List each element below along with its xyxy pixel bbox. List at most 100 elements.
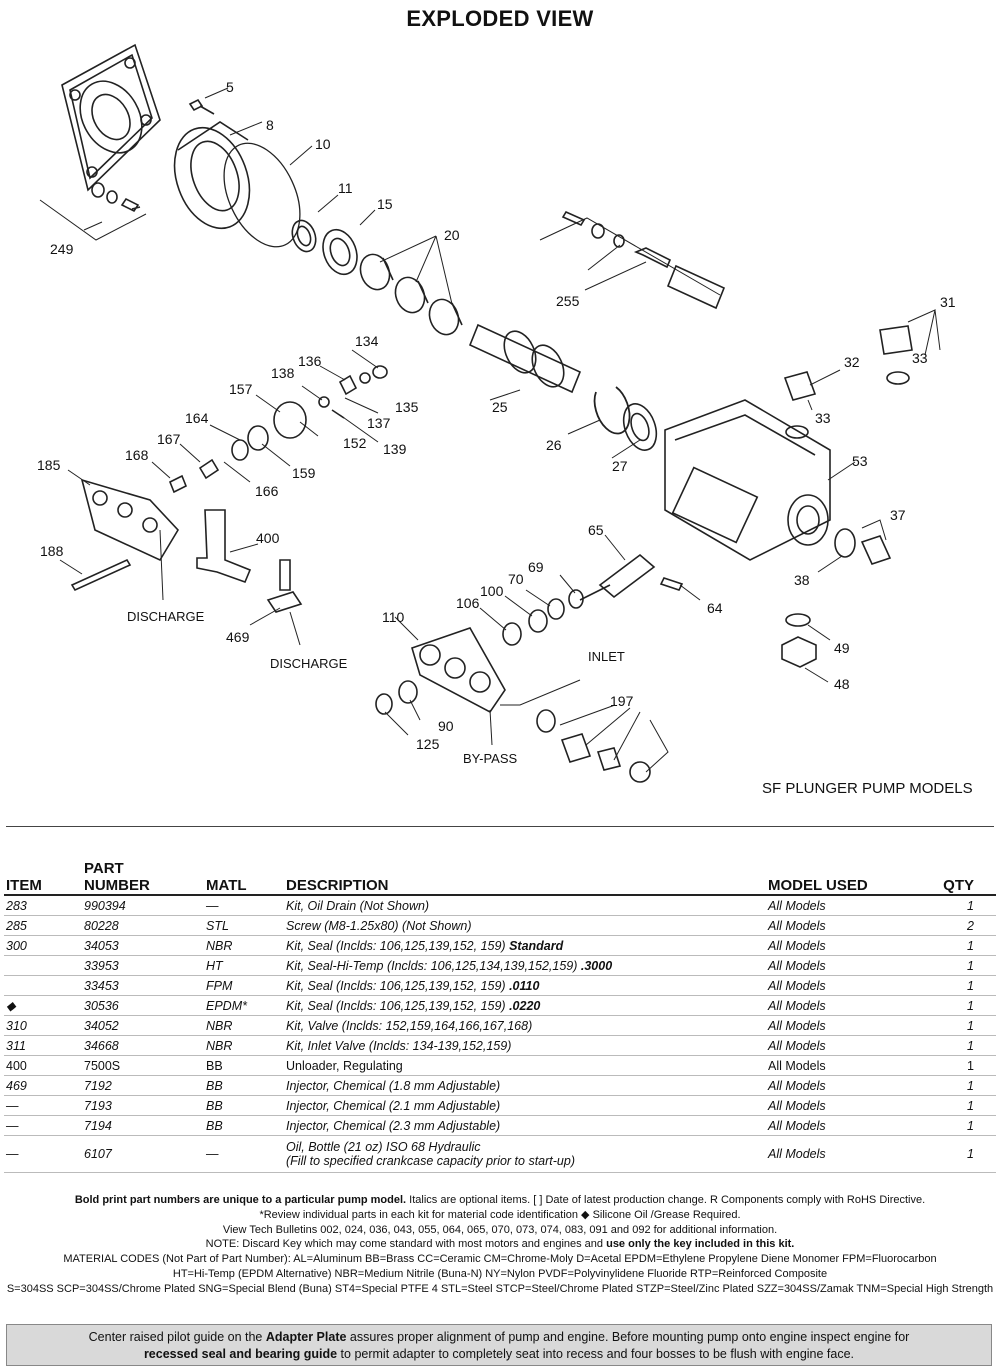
description-cell: Kit, Seal (Inclds: 106,125,139,152, 159)… [284,975,766,996]
svg-text:70: 70 [508,571,524,587]
matl-cell: STL [204,915,284,936]
svg-text:DISCHARGE: DISCHARGE [270,656,348,671]
svg-text:11: 11 [338,180,353,196]
svg-text:64: 64 [707,600,723,616]
svg-text:90: 90 [438,718,454,734]
svg-text:166: 166 [255,483,279,499]
description-cell: Oil, Bottle (21 oz) ISO 68 Hydraulic(Fil… [284,1135,766,1173]
svg-text:5: 5 [226,79,234,95]
part-number-cell: 34052 [82,1015,204,1036]
svg-text:48: 48 [834,676,850,692]
note-line-2: *Review individual parts in each kit for… [259,1208,741,1221]
matl-cell: — [204,1135,284,1173]
svg-text:26: 26 [546,437,562,453]
description-text: Kit, Seal (Inclds: 106,125,139,152, 159) [286,978,510,993]
description-line-1: Oil, Bottle (21 oz) ISO 68 Hydraulic [286,1140,481,1154]
item-cell: — [4,1095,82,1116]
part-number-cell: 6107 [82,1135,204,1173]
qty-cell: 1 [940,975,996,996]
item-cell: 283 [4,895,82,916]
svg-text:139: 139 [383,441,407,457]
svg-text:469: 469 [226,629,250,645]
item-cell: 400 [4,1055,82,1076]
description-bold: .0110 [509,978,540,993]
matl-cell: NBR [204,1035,284,1056]
svg-text:53: 53 [852,453,868,469]
matl-cell: BB [204,1115,284,1136]
description-cell: Injector, Chemical (2.3 mm Adjustable) [284,1115,766,1136]
model-cell: All Models [766,895,940,916]
svg-text:157: 157 [229,381,253,397]
part-number-cell: 990394 [82,895,204,916]
description-text: Kit, Seal (Inclds: 106,125,139,152, 159) [286,998,510,1013]
description-text: Screw (M8-1.25x80) (Not Shown) [286,918,472,933]
qty-cell: 1 [940,1095,996,1116]
svg-text:255: 255 [556,293,580,309]
description-text: Kit, Inlet Valve (Inclds: 134-139,152,15… [286,1038,512,1053]
description-cell: Unloader, Regulating [284,1055,766,1076]
crankcase [664,399,831,561]
description-cell: Screw (M8-1.25x80) (Not Shown) [284,915,766,936]
qty-cell: 1 [940,935,996,956]
adapter-plate-notice: Center raised pilot guide on the Adapter… [6,1324,992,1366]
adapter-plate [61,43,161,192]
description-cell: Kit, Inlet Valve (Inclds: 134-139,152,15… [284,1035,766,1056]
material-codes-1: MATERIAL CODES (Not Part of Part Number)… [63,1253,937,1266]
description-text: Injector, Chemical (2.3 mm Adjustable) [286,1118,501,1133]
qty-cell: 1 [940,955,996,976]
description-line-2: (Fill to specified crankcase capacity pr… [286,1154,575,1168]
header-item: ITEM [4,860,82,896]
item-cell: 310 [4,1015,82,1036]
part-number-cell: 7192 [82,1075,204,1096]
svg-text:32: 32 [844,354,860,370]
svg-text:168: 168 [125,447,149,463]
matl-cell: NBR [204,935,284,956]
part-number-cell: 33453 [82,975,204,996]
item-cell [4,955,82,976]
models-caption: SF PLUNGER PUMP MODELS [762,780,973,797]
description-cell: Injector, Chemical (2.1 mm Adjustable) [284,1095,766,1116]
model-cell: All Models [766,975,940,996]
svg-text:152: 152 [343,435,367,451]
svg-text:65: 65 [588,522,604,538]
svg-text:37: 37 [890,507,906,523]
svg-text:20: 20 [444,227,460,243]
svg-text:10: 10 [315,136,331,152]
part-number-cell: 7194 [82,1115,204,1136]
qty-cell: 1 [940,1135,996,1173]
svg-text:100: 100 [480,583,504,599]
svg-text:106: 106 [456,595,480,611]
svg-text:49: 49 [834,640,850,656]
svg-text:185: 185 [37,457,61,473]
part-number-cell: 33953 [82,955,204,976]
part-number-cell: 80228 [82,915,204,936]
header-qty: QTY [940,860,996,896]
svg-text:249: 249 [50,241,74,257]
matl-cell: BB [204,1075,284,1096]
header-matl: MATL [204,860,284,896]
svg-text:33: 33 [815,410,831,426]
description-cell: Kit, Valve (Inclds: 152,159,164,166,167,… [284,1015,766,1036]
model-cell: All Models [766,1115,940,1136]
model-cell: All Models [766,1055,940,1076]
svg-text:400: 400 [256,530,280,546]
description-text: Injector, Chemical (2.1 mm Adjustable) [286,1098,501,1113]
item-cell: 285 [4,915,82,936]
svg-text:69: 69 [528,559,544,575]
model-cell: All Models [766,1035,940,1056]
description-bold: .0220 [509,998,541,1013]
svg-text:31: 31 [940,294,956,310]
matl-cell: FPM [204,975,284,996]
qty-cell: 1 [940,1035,996,1056]
svg-text:134: 134 [355,333,379,349]
matl-cell: — [204,895,284,916]
svg-text:INLET: INLET [588,649,625,664]
description-text: Kit, Valve (Inclds: 152,159,164,166,167,… [286,1018,533,1033]
notes: Bold print part numbers are unique to a … [0,1193,1000,1297]
divider [6,826,994,827]
description-text: Kit, Seal-Hi-Temp (Inclds: 106,125,134,1… [286,958,581,973]
svg-text:27: 27 [612,458,628,474]
